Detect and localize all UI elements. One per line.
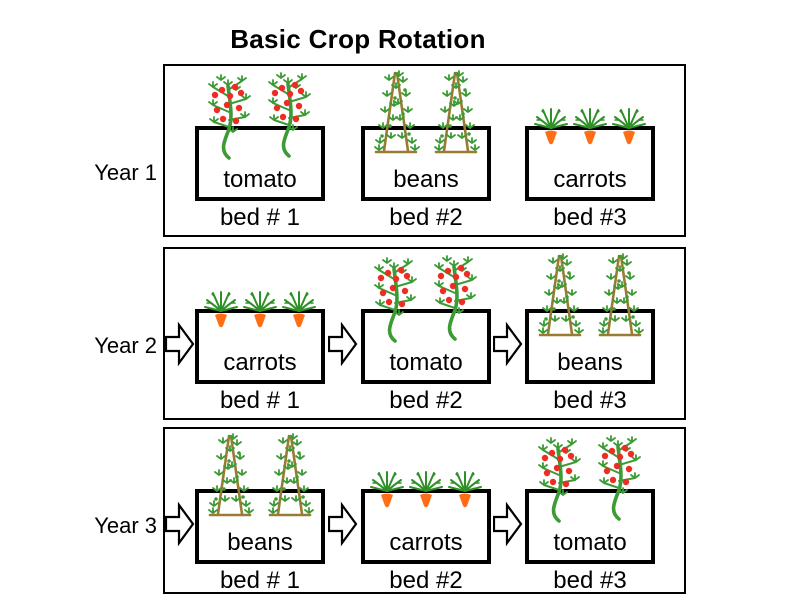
page-title: Basic Crop Rotation bbox=[230, 24, 486, 54]
crop-label: tomato bbox=[389, 349, 463, 376]
bed-caption: bed #3 bbox=[553, 204, 627, 231]
bed-caption: bed #2 bbox=[389, 567, 463, 594]
rotation-arrow-icon bbox=[328, 323, 358, 365]
bed-group: tomato bed # 1 bbox=[195, 126, 325, 240]
bed-box: carrots bbox=[361, 489, 491, 564]
bed-caption: bed # 1 bbox=[219, 204, 301, 231]
bed-group: tomato bed #2 bbox=[361, 309, 491, 423]
bed-box: tomato bbox=[195, 126, 325, 201]
rotation-arrow-icon bbox=[165, 503, 195, 545]
bed-box: carrots bbox=[195, 309, 325, 384]
year-3-row-box: beans bed # 1 carrots bed #2 tomato bed … bbox=[163, 427, 686, 594]
bed-group: beans bed # 1 bbox=[195, 489, 325, 603]
bed-group: carrots bed #2 bbox=[361, 471, 491, 603]
bed-group: beans bed #3 bbox=[525, 309, 655, 423]
rotation-arrow-icon bbox=[165, 323, 195, 365]
bed-caption: bed # 1 bbox=[219, 567, 301, 594]
bed-group: carrots bed # 1 bbox=[195, 291, 325, 423]
crop-label: carrots bbox=[389, 529, 463, 556]
rotation-arrow-icon bbox=[493, 503, 523, 545]
crop-label: tomato bbox=[223, 166, 297, 193]
crop-label: carrots bbox=[553, 166, 627, 193]
year-2-row-box: carrots bed # 1 tomato bed #2 beans bed … bbox=[163, 247, 686, 420]
bed-group: beans bed #2 bbox=[361, 126, 491, 240]
year-label-1: Year 1 bbox=[94, 160, 157, 185]
rotation-arrow-icon bbox=[328, 503, 358, 545]
bed-box: tomato bbox=[525, 489, 655, 564]
year-1-row-box: tomato bed # 1 beans bed #2 carrots bed … bbox=[163, 64, 686, 237]
bed-caption: bed #3 bbox=[553, 567, 627, 594]
rotation-arrow-icon bbox=[493, 323, 523, 365]
bed-caption: bed #2 bbox=[389, 204, 463, 231]
crop-label: carrots bbox=[223, 349, 297, 376]
bed-box: beans bbox=[195, 489, 325, 564]
bed-caption: bed #3 bbox=[553, 387, 627, 414]
crop-label: beans bbox=[227, 529, 293, 556]
bed-caption: bed #2 bbox=[389, 387, 463, 414]
bed-caption: bed # 1 bbox=[219, 387, 301, 414]
bed-box: beans bbox=[525, 309, 655, 384]
bed-box: carrots bbox=[525, 126, 655, 201]
year-label-3: Year 3 bbox=[94, 513, 157, 538]
crop-label: beans bbox=[557, 349, 623, 376]
bed-box: beans bbox=[361, 126, 491, 201]
crop-label: beans bbox=[393, 166, 459, 193]
bed-group: carrots bed #3 bbox=[525, 108, 655, 240]
bed-box: tomato bbox=[361, 309, 491, 384]
crop-label: tomato bbox=[553, 529, 627, 556]
bed-group: tomato bed #3 bbox=[525, 489, 655, 603]
year-label-2: Year 2 bbox=[94, 333, 157, 358]
